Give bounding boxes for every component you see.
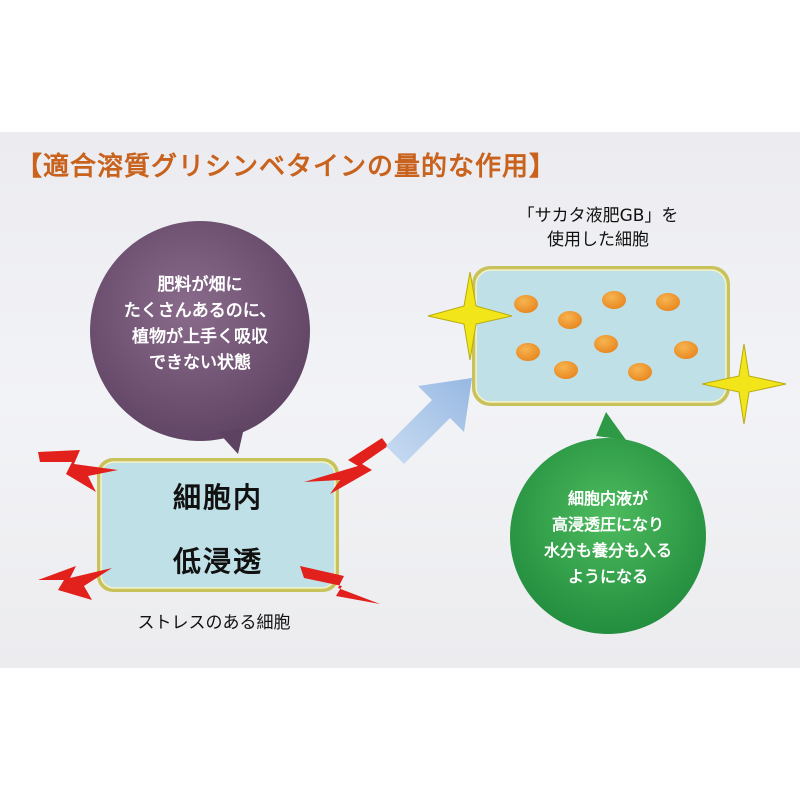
lightning-icon — [38, 450, 118, 492]
nutrient-dots — [514, 291, 698, 381]
title-open-bracket: 【 — [16, 152, 44, 182]
nutrient-dot — [594, 335, 618, 353]
purple-speech-bubble — [90, 221, 310, 454]
purple-bubble-text: 肥料が畑に たくさんあるのに、 植物が上手く吸収 できない状態 — [100, 272, 300, 376]
nutrient-dot — [554, 361, 578, 379]
title-text: 適合溶質グリシンベタインの量的な作用 — [43, 152, 530, 182]
title-close-bracket: 】 — [529, 152, 557, 182]
sparkle-icon — [427, 271, 513, 361]
green-speech-bubble — [510, 412, 706, 634]
healthy-cell-caption: 「サカタ液肥GB」を 使用した細胞 — [478, 204, 718, 252]
transition-arrow-icon — [386, 378, 472, 464]
stressed-cell-caption: ストレスのある細胞 — [137, 613, 291, 633]
nutrient-dot — [674, 341, 698, 359]
green-bubble-line: 細胞内液が — [567, 489, 648, 508]
purple-bubble-line: たくさんあるのに、 — [123, 301, 277, 321]
purple-bubble-line: 植物が上手く吸収 — [132, 327, 268, 347]
nutrient-dot — [602, 291, 626, 309]
lightning-icon — [304, 438, 388, 494]
healthy-caption-line2: 使用した細胞 — [547, 230, 649, 250]
diagram-title: 【適合溶質グリシンベタインの量的な作用】 — [16, 146, 556, 183]
stressed-cell-label-line1: 細胞内 — [172, 481, 263, 514]
purple-bubble-line: 肥料が畑に — [157, 275, 243, 295]
purple-bubble-line: できない状態 — [149, 353, 251, 373]
stressed-cell-label-line2: 低浸透 — [172, 545, 263, 578]
green-bubble-line: ようになる — [567, 567, 648, 586]
nutrient-dot — [514, 295, 538, 313]
green-bubble-line: 高浸透圧になり — [551, 515, 664, 534]
green-bubble-text: 細胞内液が 高浸透圧になり 水分も養分も入る ようになる — [520, 486, 696, 590]
nutrient-dot — [628, 363, 652, 381]
nutrient-dot — [516, 343, 540, 361]
nutrient-dot — [558, 311, 582, 329]
stressed-cell — [97, 458, 339, 592]
lightning-icon — [38, 566, 112, 600]
lightning-icon — [300, 566, 380, 604]
sparkle-icon — [701, 343, 787, 425]
healthy-caption-line1: 「サカタ液肥GB」を — [517, 206, 679, 226]
green-bubble-line: 水分も養分も入る — [543, 541, 672, 560]
nutrient-dot — [656, 293, 680, 311]
